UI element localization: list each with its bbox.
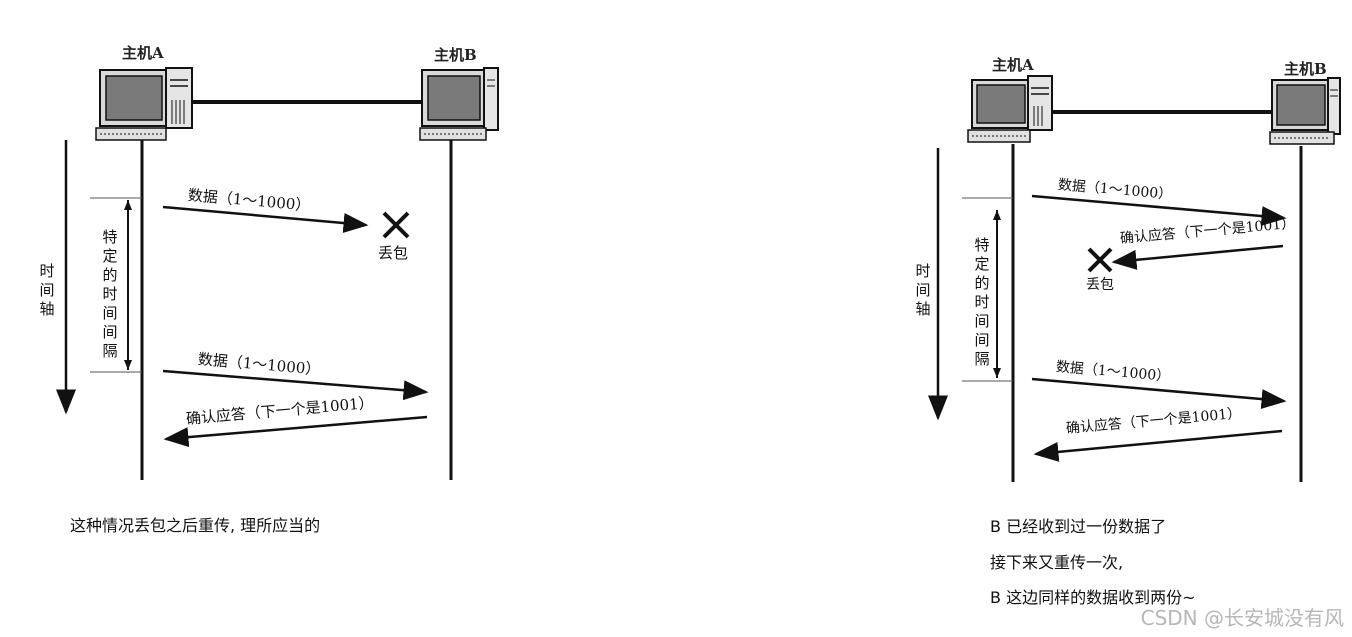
computer-b-icon (1270, 78, 1340, 144)
right-caption-line-2: 接下来又重传一次, (990, 549, 1123, 573)
interval-label: 特定的时间间隔 (101, 228, 119, 361)
computer-b-icon (420, 68, 498, 140)
host-b-label: 主机B (1284, 58, 1327, 79)
diagram-right-graphics (870, 0, 1352, 637)
right-caption-line-1: B 已经收到过一份数据了 (990, 513, 1166, 537)
arrow-ack-1 (1114, 246, 1283, 262)
left-caption: 这种情况丢包之后重传, 理所应当的 (70, 512, 320, 536)
packet-loss-x-icon (1089, 249, 1111, 271)
host-b-label: 主机B (434, 44, 477, 65)
computer-a-icon (968, 76, 1052, 142)
interval-label: 特定的时间间隔 (973, 236, 991, 369)
packet-loss-x-icon (384, 213, 408, 237)
loss-label: 丢包 (1086, 274, 1114, 294)
time-axis-label: 时间轴 (914, 262, 932, 319)
loss-label: 丢包 (378, 242, 408, 263)
time-axis-label: 时间轴 (38, 262, 56, 319)
computer-a-icon (96, 68, 192, 140)
host-a-label: 主机A (122, 42, 164, 63)
host-a-label: 主机A (992, 54, 1034, 75)
diagram-right: 主机A 主机B 时间轴 特定的时间间隔 数据（1～1000） 确认应答（下一个是… (870, 0, 1352, 637)
diagram-left: 主机A 主机B 时间轴 特定的时间间隔 数据（1～1000） 丢包 数据（1～1… (0, 0, 700, 637)
watermark: CSDN @长安城没有风 (1141, 602, 1344, 631)
